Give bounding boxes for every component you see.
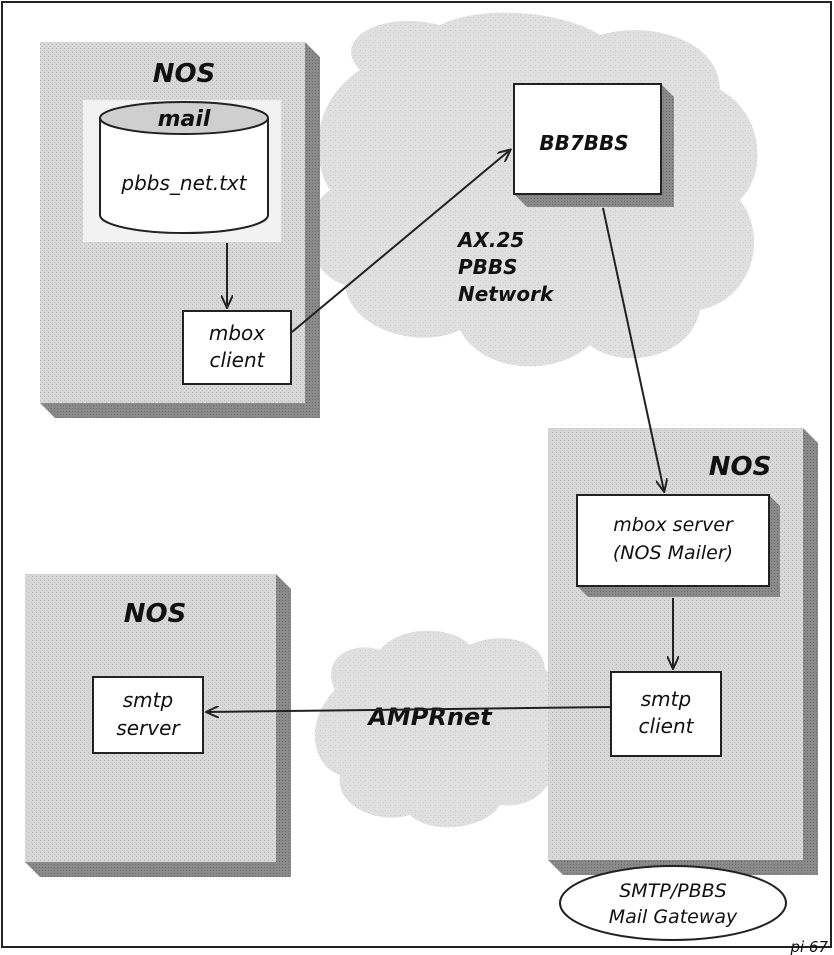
bbs-label: BB7BBS xyxy=(539,131,628,155)
arrow-bbs-to-mbox-server xyxy=(602,207,664,491)
amprnet-cloud xyxy=(314,630,569,828)
mail-label: mail xyxy=(158,107,211,132)
nos-bottom-left-title: NOS xyxy=(124,599,187,629)
pbbs-cloud-line3: Network xyxy=(458,282,555,306)
nos-top-left-title: NOS xyxy=(153,59,216,89)
smtp-server-line1: smtp xyxy=(123,688,173,712)
nos-right-title: NOS xyxy=(709,452,772,482)
arrow-smtp-client-to-server xyxy=(207,707,611,712)
pbbs-cloud-line2: PBBS xyxy=(458,255,518,279)
mbox-client-line1: mbox xyxy=(209,321,265,345)
mbox-server-line2: (NOS Mailer) xyxy=(613,542,733,564)
smtp-client-box: smtp client xyxy=(610,671,722,757)
smtp-client-line2: client xyxy=(639,714,695,738)
pbbs-cloud-line1: AX.25 xyxy=(456,228,524,252)
mail-store-cylinder: mail pbbs_net.txt xyxy=(99,101,269,234)
pbbs-network-label: AX.25 PBBS Network xyxy=(456,228,555,306)
bbs-box: BB7BBS xyxy=(513,83,674,207)
mbox-client-line2: client xyxy=(210,348,266,372)
gateway-line2: Mail Gateway xyxy=(609,906,738,928)
gateway-line1: SMTP/PBBS xyxy=(619,880,727,902)
arrow-client-to-bbs xyxy=(291,150,510,333)
smtp-client-line1: smtp xyxy=(641,687,691,711)
mail-gateway-ellipse: SMTP/PBBS Mail Gateway xyxy=(559,865,787,941)
smtp-server-box: smtp server xyxy=(92,676,204,754)
mbox-client-box: mbox client xyxy=(182,310,292,385)
figure-id: pi 67 xyxy=(789,938,828,955)
mbox-server-box: mbox server (NOS Mailer) xyxy=(576,494,780,597)
smtp-server-line2: server xyxy=(116,716,181,740)
mbox-server-line1: mbox server xyxy=(613,514,734,536)
mail-file-name: pbbs_net.txt xyxy=(120,171,247,195)
amprnet-label: AMPRnet xyxy=(366,703,493,731)
